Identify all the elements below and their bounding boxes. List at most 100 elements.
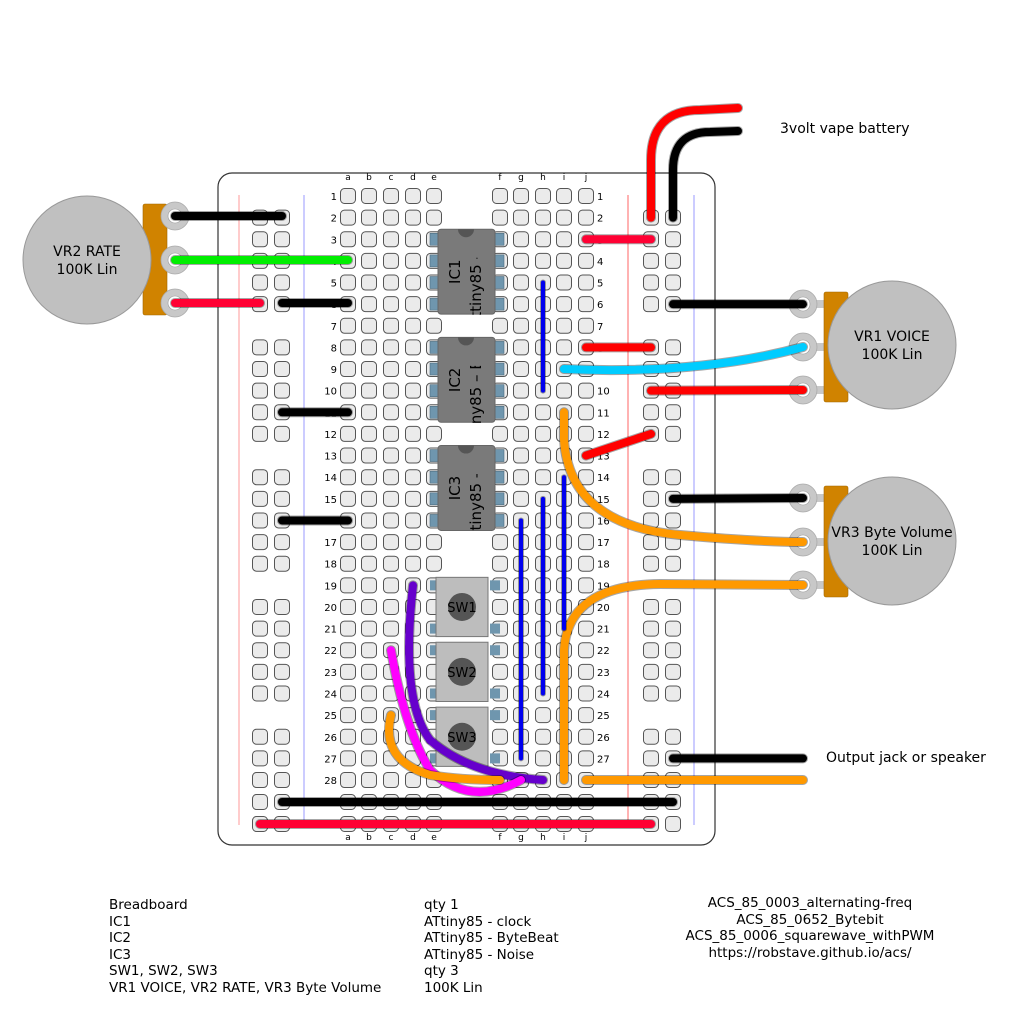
breadboard-hole xyxy=(513,404,529,421)
column-letter: a xyxy=(345,173,351,183)
breadboard-hole xyxy=(492,317,508,334)
breadboard-hole xyxy=(643,490,659,507)
breadboard-hole xyxy=(535,252,551,269)
breadboard-hole xyxy=(535,425,551,442)
breadboard-hole xyxy=(340,274,356,291)
row-number: 14 xyxy=(597,473,610,484)
breadboard-hole xyxy=(405,469,421,486)
breadboard-hole xyxy=(643,642,659,659)
vr1-vcc-wire xyxy=(647,386,807,395)
breadboard-hole xyxy=(274,555,290,572)
breadboard-hole xyxy=(252,512,268,529)
breadboard-hole xyxy=(274,231,290,248)
breadboard-hole xyxy=(535,728,551,745)
breadboard-hole xyxy=(578,728,594,745)
breadboard-hole xyxy=(361,707,377,724)
breadboard-hole xyxy=(665,555,681,572)
row-number: 15 xyxy=(324,495,337,506)
breadboard-hole xyxy=(492,209,508,226)
breadboard-hole xyxy=(665,642,681,659)
breadboard-hole xyxy=(643,274,659,291)
breadboard-hole xyxy=(252,425,268,442)
vr1-wiper-wire xyxy=(560,343,807,375)
breadboard-hole xyxy=(492,598,508,615)
bom-part: Breadboard xyxy=(109,897,188,913)
chip-label: IC2 xyxy=(446,368,464,392)
breadboard-hole xyxy=(513,339,529,356)
breadboard-hole xyxy=(405,296,421,313)
vr3-ground-wire xyxy=(669,494,807,503)
breadboard-hole xyxy=(405,209,421,226)
pot-lug-stem xyxy=(803,581,840,589)
breadboard-hole xyxy=(643,469,659,486)
breadboard-hole xyxy=(535,209,551,226)
breadboard-hole xyxy=(426,425,442,442)
row-number: 5 xyxy=(597,279,603,290)
breadboard-hole xyxy=(492,555,508,572)
breadboard-hole xyxy=(578,404,594,421)
switch-pin xyxy=(430,753,440,764)
breadboard-hole xyxy=(535,404,551,421)
bom-value: 100K Lin xyxy=(424,979,483,996)
breadboard-hole xyxy=(274,772,290,789)
breadboard-hole xyxy=(383,382,399,399)
breadboard-hole xyxy=(513,361,529,378)
breadboard-hole xyxy=(361,252,377,269)
breadboard-hole xyxy=(556,252,572,269)
breadboard-hole xyxy=(340,490,356,507)
breadboard-hole xyxy=(383,598,399,615)
breadboard-hole xyxy=(578,620,594,637)
pot-lug-stem xyxy=(803,538,840,546)
switch-button xyxy=(448,722,476,751)
breadboard-hole xyxy=(405,274,421,291)
row-number: 28 xyxy=(324,776,337,787)
breadboard-hole xyxy=(665,598,681,615)
column-letter: g xyxy=(518,833,524,843)
breadboard-hole xyxy=(340,598,356,615)
row-number: 21 xyxy=(324,625,337,636)
switch-pin xyxy=(490,753,500,764)
breadboard-hole xyxy=(340,772,356,789)
column-letter: e xyxy=(431,833,437,843)
chip-notch xyxy=(458,337,474,346)
switch-pin xyxy=(490,623,500,634)
breadboard-hole xyxy=(274,469,290,486)
breadboard-hole xyxy=(513,490,529,507)
breadboard-hole xyxy=(340,425,356,442)
switch-pin xyxy=(490,710,500,721)
row-number: 12 xyxy=(597,430,610,441)
battery-negative-wire xyxy=(669,127,742,222)
breadboard-hole xyxy=(405,231,421,248)
row-number: 1 xyxy=(597,192,603,203)
column-letter: i xyxy=(563,833,566,843)
breadboard-hole xyxy=(361,685,377,702)
row-number: 17 xyxy=(324,538,337,549)
breadboard-hole xyxy=(340,642,356,659)
breadboard-hole xyxy=(383,252,399,269)
row-number: 21 xyxy=(597,625,610,636)
breadboard-hole xyxy=(361,728,377,745)
breadboard-hole xyxy=(665,425,681,442)
column-letter: h xyxy=(540,173,546,183)
breadboard-hole xyxy=(340,707,356,724)
breadboard-hole xyxy=(665,274,681,291)
breadboard-hole xyxy=(578,750,594,767)
breadboard-hole xyxy=(340,663,356,680)
bom-value: qty 3 xyxy=(424,963,459,980)
sketch-link[interactable]: https://robstave.github.io/acs/ xyxy=(708,944,912,961)
breadboard-hole xyxy=(513,296,529,313)
breadboard-hole xyxy=(361,534,377,551)
breadboard-hole xyxy=(405,534,421,551)
row-number: 18 xyxy=(324,560,337,571)
column-letter: h xyxy=(540,833,546,843)
breadboard-hole xyxy=(426,188,442,204)
column-letter: a xyxy=(345,833,351,843)
row-number: 22 xyxy=(597,646,610,657)
breadboard-hole xyxy=(252,361,268,378)
breadboard-hole xyxy=(578,209,594,226)
bom-values-list: qty 1 ATtiny85 - clock ATtiny85 - ByteBe… xyxy=(424,897,559,997)
breadboard-hole xyxy=(405,404,421,421)
